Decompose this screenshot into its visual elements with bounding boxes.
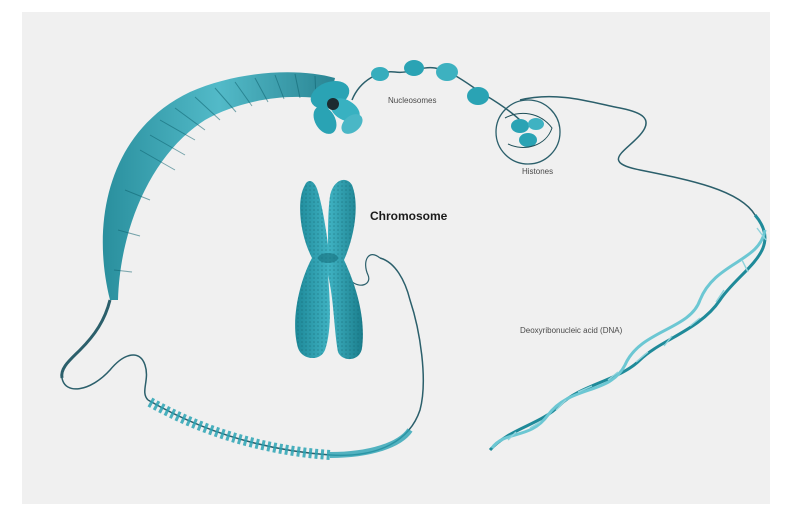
label-histones: Histones: [522, 167, 553, 176]
chromosome-figure: [295, 180, 363, 359]
nucleosome-bead: [467, 87, 489, 105]
nucleosome-bead: [404, 60, 424, 76]
label-chromosome: Chromosome: [370, 209, 447, 223]
beads-on-a-string: [352, 60, 522, 122]
histone-callout: [496, 100, 560, 164]
label-nucleosomes: Nucleosomes: [388, 96, 436, 105]
chromatin-fiber: [62, 72, 335, 378]
nucleosome-bead: [436, 63, 458, 81]
label-dna: Deoxyribonucleic acid (DNA): [520, 326, 622, 335]
nucleosome-bead: [371, 67, 389, 81]
